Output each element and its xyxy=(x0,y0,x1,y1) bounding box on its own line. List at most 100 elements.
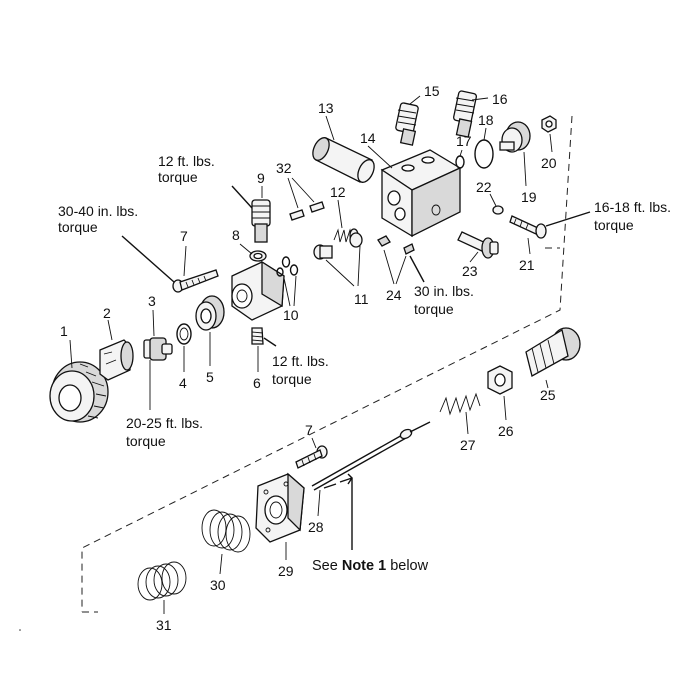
callout-7-lower: 7 xyxy=(305,422,313,438)
callout-6: 6 xyxy=(253,375,261,391)
leader-26 xyxy=(503,395,507,421)
torque-30-40-line1: 30-40 in. lbs. xyxy=(58,203,138,219)
part-8-washer xyxy=(249,250,267,262)
callout-16: 16 xyxy=(492,91,508,107)
callout-21: 21 xyxy=(519,257,535,273)
torque-30-in-line2: torque xyxy=(414,301,454,317)
callout-4: 4 xyxy=(179,375,187,391)
leader-19 xyxy=(523,151,527,187)
leader-25 xyxy=(545,379,549,389)
callout-29: 29 xyxy=(278,563,294,579)
callout-12: 12 xyxy=(330,184,346,200)
callout-8: 8 xyxy=(232,227,240,243)
note-suffix: below xyxy=(386,558,428,574)
callout-22: 22 xyxy=(476,179,492,195)
part-28-needle xyxy=(311,421,431,491)
part-32-pins xyxy=(289,201,325,221)
torque-16-18-line2: torque xyxy=(594,217,634,233)
part-9-fitting xyxy=(251,199,271,243)
callout-26: 26 xyxy=(498,423,514,439)
part-23-fitting xyxy=(457,231,499,259)
torque-12-bottom-line1: 12 ft. lbs. xyxy=(272,353,329,369)
leader-2 xyxy=(107,319,113,341)
callout-15: 15 xyxy=(424,83,440,99)
leader-7-torque xyxy=(121,235,175,283)
torque-notes: 12 ft. lbs. torque 30-40 in. lbs. torque… xyxy=(58,153,671,449)
callout-18: 18 xyxy=(478,112,494,128)
part-18-o-ring xyxy=(474,139,494,169)
leader-32 xyxy=(287,177,315,209)
leader-24-torque xyxy=(409,255,425,283)
part-7-screw-upper xyxy=(172,269,219,293)
part-3-fitting xyxy=(143,337,173,361)
part-31-spring xyxy=(137,561,187,601)
part-13-cylinder xyxy=(312,137,375,183)
callout-30: 30 xyxy=(210,577,226,593)
part-21-screw xyxy=(509,215,547,239)
callout-5: 5 xyxy=(206,369,214,385)
callout-1: 1 xyxy=(60,323,68,339)
callout-17: 17 xyxy=(456,133,472,149)
leader-22 xyxy=(489,193,497,207)
part-25-knurled-screw xyxy=(525,327,581,377)
torque-12-top-line1: 12 ft. lbs. xyxy=(158,153,215,169)
callout-3: 3 xyxy=(148,293,156,309)
note-prefix: See xyxy=(312,558,342,574)
leader-1 xyxy=(69,339,73,369)
leader-9-torque xyxy=(231,185,253,209)
leader-23 xyxy=(469,251,479,263)
assembly-guide-lines xyxy=(81,115,573,613)
callout-9: 9 xyxy=(257,170,265,186)
callout-7-upper: 7 xyxy=(180,228,188,244)
part-17-o-ring xyxy=(455,155,465,169)
leader-10 xyxy=(283,275,297,307)
arrow-left xyxy=(323,483,337,489)
leader-17 xyxy=(459,149,463,157)
part-11-plugs xyxy=(313,232,363,260)
leader-12 xyxy=(337,199,343,229)
note-bold: Note 1 xyxy=(342,558,386,574)
leader-20 xyxy=(549,133,553,153)
callout-20: 20 xyxy=(541,155,557,171)
callout-labels: 1 2 3 4 5 6 7 7 8 9 10 11 12 13 14 15 16… xyxy=(60,83,557,633)
part-30-spring xyxy=(201,509,251,553)
part-15-fitting xyxy=(395,102,419,146)
part-6-screw xyxy=(251,327,264,345)
leader-27 xyxy=(465,411,469,435)
part-27-spring xyxy=(439,392,481,416)
leader-28 xyxy=(317,489,321,517)
leader-16 xyxy=(471,97,489,101)
part-20-nut xyxy=(541,115,557,133)
part-1-knurled-nut xyxy=(49,361,109,423)
leader-14 xyxy=(367,145,393,169)
callout-10: 10 xyxy=(283,307,299,323)
part-7-screw-lower xyxy=(295,445,328,469)
leader-30 xyxy=(219,553,223,575)
leader-3 xyxy=(152,309,155,337)
callout-14: 14 xyxy=(360,130,376,146)
callout-19: 19 xyxy=(521,189,537,205)
callout-24: 24 xyxy=(386,287,402,303)
part-4-o-ring xyxy=(176,323,192,345)
speck-dot xyxy=(19,629,21,631)
leader-6-torque xyxy=(263,337,277,347)
callout-28: 28 xyxy=(308,519,324,535)
part-valve-body xyxy=(231,260,285,321)
torque-30-40-line2: torque xyxy=(58,219,98,235)
callout-27: 27 xyxy=(460,437,476,453)
callout-11: 11 xyxy=(354,291,369,307)
leader-15 xyxy=(409,95,421,105)
part-16-fitting xyxy=(452,90,478,138)
part-19-plug xyxy=(499,121,531,153)
torque-12-bottom-line2: torque xyxy=(272,371,312,387)
part-2-cap xyxy=(99,339,134,381)
callout-13: 13 xyxy=(318,100,334,116)
torque-20-25-line1: 20-25 ft. lbs. xyxy=(126,415,203,431)
torque-12-top-line2: torque xyxy=(158,169,198,185)
leader-13 xyxy=(325,115,335,141)
leader-18 xyxy=(483,127,487,141)
leader-7-lower xyxy=(311,437,317,449)
leader-11 xyxy=(325,245,361,287)
